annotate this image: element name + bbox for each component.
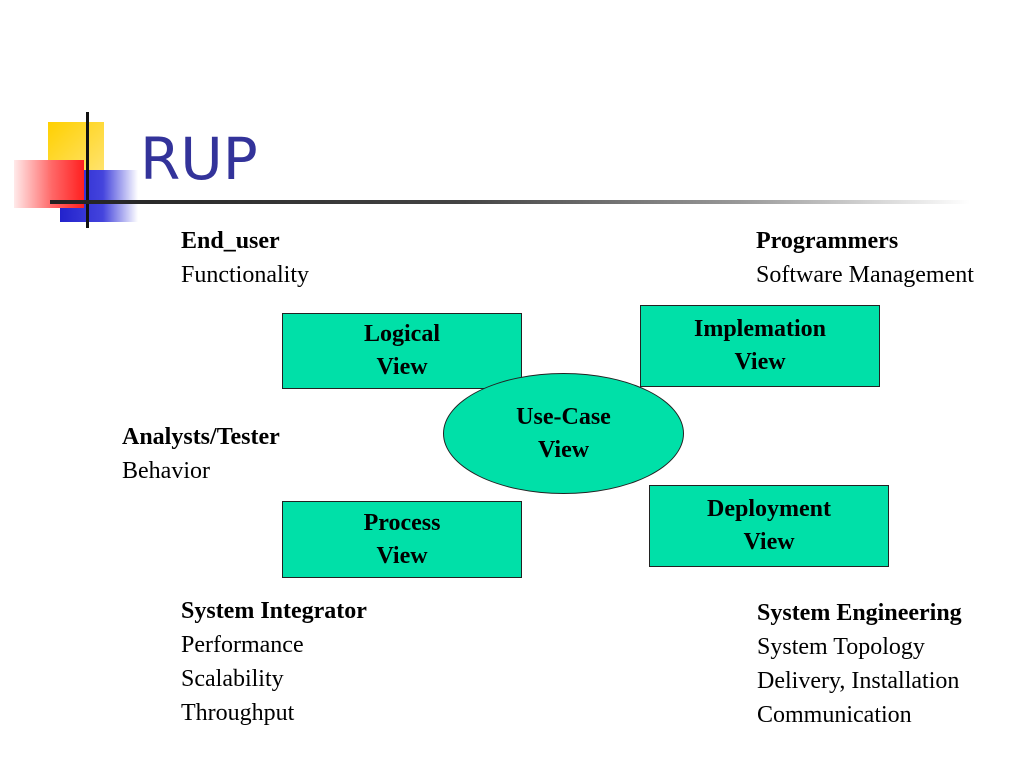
view-label-line: Use-Case (516, 403, 611, 430)
stakeholder-concern: Behavior (122, 458, 210, 484)
stakeholder-system-integrator: System Integrator Performance Scalabilit… (181, 594, 367, 730)
stakeholder-end-user: End_user Functionality (181, 224, 309, 292)
use-case-view-oval: Use-Case View (443, 373, 684, 494)
stakeholder-heading: Programmers (756, 228, 899, 254)
title-underline (50, 200, 970, 204)
view-label-line: Implemation (694, 316, 826, 342)
deployment-view-box: Deployment View (649, 485, 889, 567)
stakeholder-concern: Throughput (181, 700, 295, 726)
logical-view-box: Logical View (282, 313, 522, 389)
stakeholder-system-engineering: System Engineering System Topology Deliv… (757, 596, 962, 732)
stakeholder-concern: Communication (757, 702, 912, 728)
process-view-box: Process View (282, 501, 522, 578)
stakeholder-analysts: Analysts/Tester Behavior (122, 420, 280, 488)
implementation-view-box: Implemation View (640, 305, 880, 387)
stakeholder-concern: Software Management (756, 262, 974, 288)
stakeholder-concern: Delivery, Installation (757, 668, 960, 694)
view-label-line: View (537, 436, 590, 463)
vertical-rule (86, 112, 89, 228)
stakeholder-programmers: Programmers Software Management (756, 224, 974, 292)
view-label-line: View (743, 529, 795, 555)
stakeholder-concern: System Topology (757, 634, 925, 660)
stakeholder-heading: System Engineering (757, 600, 962, 626)
view-label-line: View (376, 542, 428, 569)
view-label-line: View (734, 349, 786, 375)
stakeholder-concern: Functionality (181, 262, 309, 288)
stakeholder-heading: End_user (181, 228, 280, 254)
stakeholder-concern: Scalability (181, 666, 284, 692)
view-label-line: Deployment (707, 496, 831, 522)
stakeholder-heading: Analysts/Tester (122, 424, 280, 450)
slide-title: RUP (140, 125, 258, 193)
stakeholder-concern: Performance (181, 632, 304, 658)
view-label-line: Process (363, 509, 441, 536)
view-label-line: Logical (364, 321, 440, 347)
view-label-line: View (376, 354, 428, 380)
stakeholder-heading: System Integrator (181, 598, 367, 624)
